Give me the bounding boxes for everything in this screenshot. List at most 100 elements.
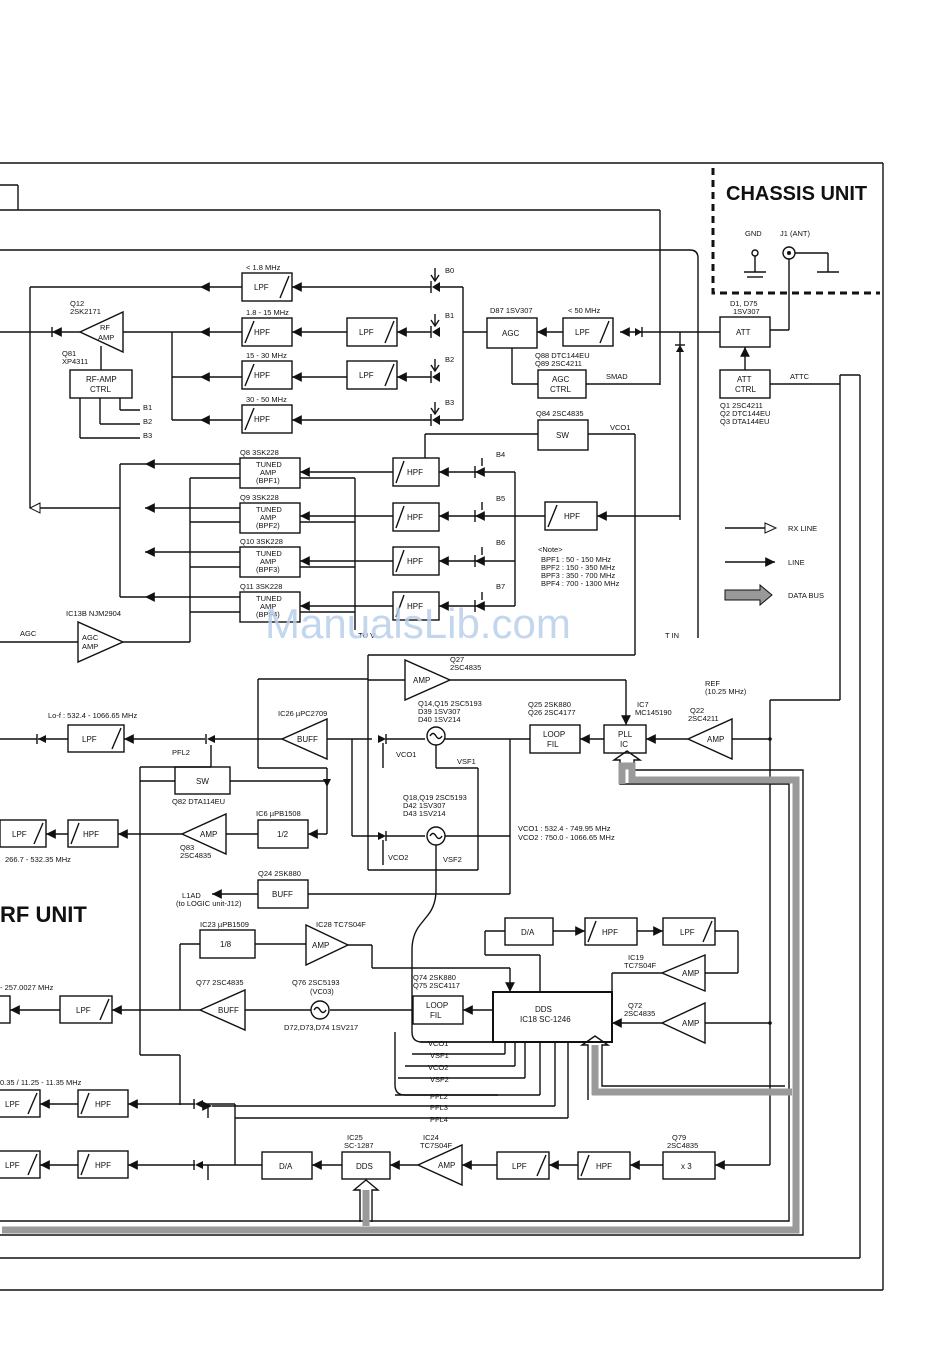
svg-text:AMP: AMP bbox=[682, 969, 699, 978]
svg-text:Q3 DTA144EU: Q3 DTA144EU bbox=[720, 417, 769, 426]
svg-text:PLL: PLL bbox=[618, 730, 633, 739]
svg-text:B6: B6 bbox=[496, 538, 505, 547]
svg-text:(BPF1): (BPF1) bbox=[256, 476, 280, 485]
svg-text:D/A: D/A bbox=[521, 928, 535, 937]
svg-text:HPF: HPF bbox=[407, 557, 423, 566]
svg-text:Q1 2SC4211: Q1 2SC4211 bbox=[720, 401, 763, 410]
svg-text:IC6 µPB1508: IC6 µPB1508 bbox=[256, 809, 301, 818]
svg-text:2SC4835: 2SC4835 bbox=[667, 1141, 698, 1150]
svg-text:1/2: 1/2 bbox=[277, 830, 289, 839]
svg-text:VCO1: VCO1 bbox=[396, 750, 416, 759]
svg-text:x 3: x 3 bbox=[681, 1162, 692, 1171]
svg-text:2SC4835: 2SC4835 bbox=[180, 851, 211, 860]
svg-text:LOOP: LOOP bbox=[543, 730, 565, 739]
svg-text:CTRL: CTRL bbox=[550, 385, 571, 394]
svg-text:15 - 30 MHz: 15 - 30 MHz bbox=[246, 351, 287, 360]
svg-text:Q88 DTC144EU: Q88 DTC144EU bbox=[535, 351, 590, 360]
svg-text:HPF: HPF bbox=[407, 468, 423, 477]
svg-text:D1, D75: D1, D75 bbox=[730, 299, 758, 308]
svg-text:D42 1SV307: D42 1SV307 bbox=[403, 801, 446, 810]
svg-text:LPF: LPF bbox=[5, 1161, 20, 1170]
svg-text:2SC4835: 2SC4835 bbox=[450, 663, 481, 672]
svg-text:AGC: AGC bbox=[82, 633, 99, 642]
svg-text:2SC4211: 2SC4211 bbox=[688, 714, 719, 723]
svg-text:Q2 DTC144EU: Q2 DTC144EU bbox=[720, 409, 770, 418]
svg-text:B7: B7 bbox=[496, 582, 505, 591]
svg-text:FIL: FIL bbox=[547, 740, 559, 749]
svg-text:VCO2: VCO2 bbox=[428, 1063, 448, 1072]
svg-text:Q77 2SC4835: Q77 2SC4835 bbox=[196, 978, 244, 987]
svg-text:D43 1SV214: D43 1SV214 bbox=[403, 809, 446, 818]
svg-text:VSF2: VSF2 bbox=[443, 855, 462, 864]
svg-text:TUNED: TUNED bbox=[256, 594, 282, 603]
svg-text:SW: SW bbox=[556, 431, 569, 440]
svg-text:Q24 2SK880: Q24 2SK880 bbox=[258, 869, 301, 878]
svg-text:Q81: Q81 bbox=[62, 349, 76, 358]
svg-text:BPF1 : 50 - 150 MHz: BPF1 : 50 - 150 MHz bbox=[541, 555, 611, 564]
svg-text:L1AD: L1AD bbox=[182, 891, 201, 900]
svg-text:2SK2171: 2SK2171 bbox=[70, 307, 101, 316]
svg-text:< 1.8 MHz: < 1.8 MHz bbox=[246, 263, 281, 272]
svg-text:IC19: IC19 bbox=[628, 953, 644, 962]
svg-text:1SV307: 1SV307 bbox=[733, 307, 760, 316]
svg-text:Q74 2SK880: Q74 2SK880 bbox=[413, 973, 456, 982]
svg-text:2SC4835: 2SC4835 bbox=[624, 1009, 655, 1018]
svg-text:B3: B3 bbox=[143, 431, 152, 440]
svg-text:LPF: LPF bbox=[359, 371, 374, 380]
svg-text:LPF: LPF bbox=[359, 328, 374, 337]
svg-text:D39 1SV307: D39 1SV307 bbox=[418, 707, 461, 716]
svg-text:HPF: HPF bbox=[407, 513, 423, 522]
svg-text:AMP: AMP bbox=[260, 602, 276, 611]
svg-text:B3: B3 bbox=[445, 398, 454, 407]
svg-text:SC-1287: SC-1287 bbox=[344, 1141, 374, 1150]
svg-text:B1: B1 bbox=[143, 403, 152, 412]
buff-q24 bbox=[257, 879, 309, 909]
svg-text:VCO2: VCO2 bbox=[388, 853, 408, 862]
svg-text:CTRL: CTRL bbox=[735, 385, 756, 394]
svg-text:Q76 2SC5193: Q76 2SC5193 bbox=[292, 978, 340, 987]
svg-text:VSF2: VSF2 bbox=[430, 1075, 449, 1084]
gnd-label: GND bbox=[745, 229, 762, 238]
svg-text:CTRL: CTRL bbox=[90, 385, 111, 394]
svg-text:- 257.0027 MHz: - 257.0027 MHz bbox=[0, 983, 54, 992]
svg-text:PFL3: PFL3 bbox=[430, 1103, 448, 1112]
svg-text:LPF: LPF bbox=[76, 1006, 91, 1015]
svg-text:REF: REF bbox=[705, 679, 720, 688]
svg-text:Q84 2SC4835: Q84 2SC4835 bbox=[536, 409, 584, 418]
svg-text:SMAD: SMAD bbox=[606, 372, 628, 381]
svg-text:VSF1: VSF1 bbox=[457, 757, 476, 766]
unit-title: RF UNIT bbox=[0, 902, 87, 927]
svg-text:HPF: HPF bbox=[564, 512, 580, 521]
div8-ic23 bbox=[199, 929, 256, 959]
svg-text:IC: IC bbox=[620, 740, 628, 749]
svg-text:DDS: DDS bbox=[356, 1162, 373, 1171]
svg-text:IC7: IC7 bbox=[637, 700, 649, 709]
rf-amp bbox=[78, 310, 124, 354]
svg-text:PFL2: PFL2 bbox=[430, 1092, 448, 1101]
svg-text:IC13B NJM2904: IC13B NJM2904 bbox=[66, 609, 121, 618]
svg-text:Q89 2SC4211: Q89 2SC4211 bbox=[535, 359, 582, 368]
bpf-note: <Note> BPF1 : 50 - 150 MHz BPF2 : 150 - … bbox=[538, 545, 620, 588]
svg-text:LPF: LPF bbox=[12, 830, 27, 839]
svg-text:TC7S04F: TC7S04F bbox=[624, 961, 657, 970]
svg-text:HPF: HPF bbox=[254, 328, 270, 337]
svg-text:Q10 3SK228: Q10 3SK228 bbox=[240, 537, 283, 546]
svg-text:RF: RF bbox=[100, 323, 110, 332]
svg-text:IC28 TC7S04F: IC28 TC7S04F bbox=[316, 920, 366, 929]
svg-text:Q82 DTA114EU: Q82 DTA114EU bbox=[172, 797, 225, 806]
svg-text:Q75 2SC4117: Q75 2SC4117 bbox=[413, 981, 460, 990]
svg-text:BUFF: BUFF bbox=[218, 1006, 239, 1015]
svg-text:Q12: Q12 bbox=[70, 299, 84, 308]
svg-text:Q8 3SK228: Q8 3SK228 bbox=[240, 448, 279, 457]
svg-text:1.8 - 15 MHz: 1.8 - 15 MHz bbox=[246, 308, 289, 317]
loop-fil-2 bbox=[412, 995, 464, 1025]
svg-text:MC145190: MC145190 bbox=[635, 708, 672, 717]
svg-text:AGC: AGC bbox=[502, 329, 520, 338]
dds-outputs: VCO1 VSF1 VCO2 VSF2 PFL2 PFL3 PFL4 bbox=[140, 1039, 569, 1124]
svg-text:IC24: IC24 bbox=[423, 1133, 439, 1142]
svg-text:D87 1SV307: D87 1SV307 bbox=[490, 306, 533, 315]
svg-text:AGC: AGC bbox=[20, 629, 37, 638]
svg-text:VCO1: VCO1 bbox=[610, 423, 630, 432]
